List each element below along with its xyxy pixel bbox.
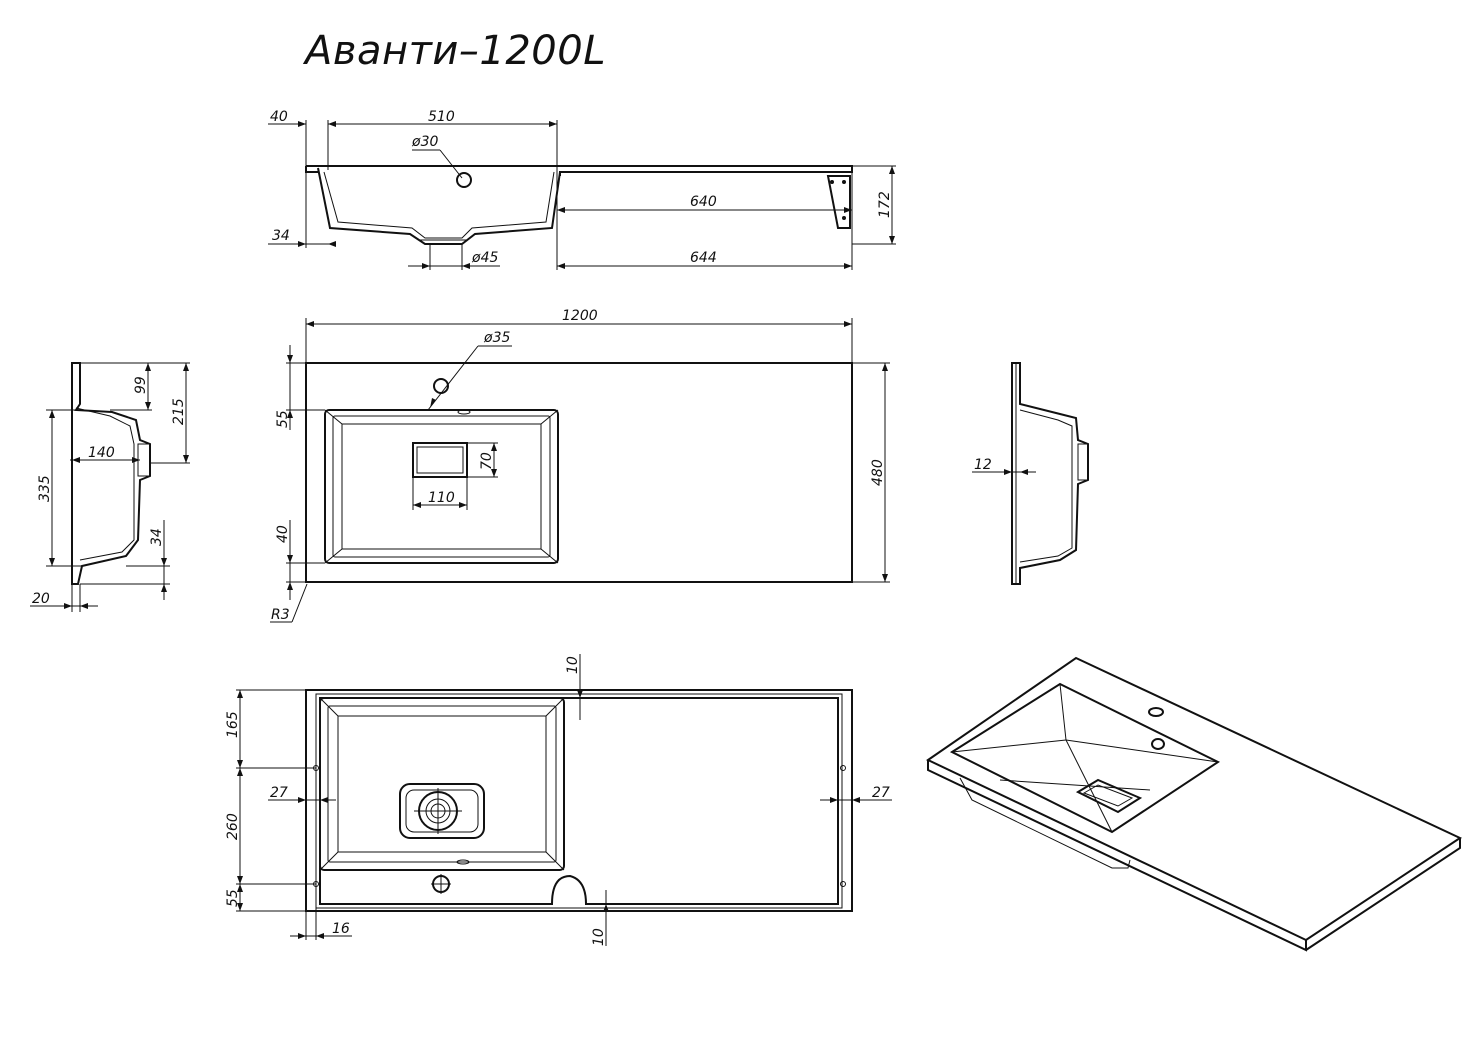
dim-10-bottom: 10 <box>591 928 607 946</box>
dim-27-right: 27 <box>872 785 890 801</box>
dim-d45: ø45 <box>471 250 498 266</box>
dim-12: 12 <box>974 457 992 473</box>
dim-215: 215 <box>171 398 187 425</box>
dim-r3: R3 <box>271 607 290 623</box>
drawing-title: Аванти–1200L <box>305 28 606 74</box>
dim-165: 165 <box>225 711 241 738</box>
dim-27-left: 27 <box>270 785 288 801</box>
dim-55-bottom: 55 <box>225 889 241 907</box>
dim-10-top: 10 <box>565 656 581 674</box>
dim-d35: ø35 <box>483 330 510 346</box>
dim-34-side: 34 <box>272 228 290 244</box>
dim-70: 70 <box>479 452 495 470</box>
dim-335: 335 <box>37 475 53 502</box>
dim-16: 16 <box>332 921 350 937</box>
dim-640: 640 <box>690 194 717 210</box>
dim-110: 110 <box>428 490 455 506</box>
dim-20: 20 <box>32 591 50 607</box>
dim-480: 480 <box>870 459 886 486</box>
dim-99: 99 <box>133 376 149 394</box>
dim-644: 644 <box>690 250 717 266</box>
dim-510: 510 <box>428 109 455 125</box>
plan-view: 1200 ø35 70 110 <box>270 308 890 623</box>
dim-1200: 1200 <box>562 308 598 324</box>
dim-34-left: 34 <box>149 528 165 546</box>
right-side-section: 12 <box>972 362 1089 585</box>
left-side-section: 99 215 140 335 34 20 <box>30 362 190 612</box>
dim-140: 140 <box>88 445 115 461</box>
dim-172: 172 <box>877 191 893 218</box>
dim-40-plan: 40 <box>275 525 291 543</box>
isometric-view <box>926 656 1463 952</box>
bottom-view: 10 165 260 55 27 27 16 10 <box>225 654 892 946</box>
dim-55-plan: 55 <box>275 410 291 428</box>
dim-40-top: 40 <box>270 109 288 125</box>
dim-d30: ø30 <box>411 134 438 150</box>
front-section-view: 40 510 ø30 640 172 <box>268 109 896 270</box>
dim-260: 260 <box>225 813 241 840</box>
